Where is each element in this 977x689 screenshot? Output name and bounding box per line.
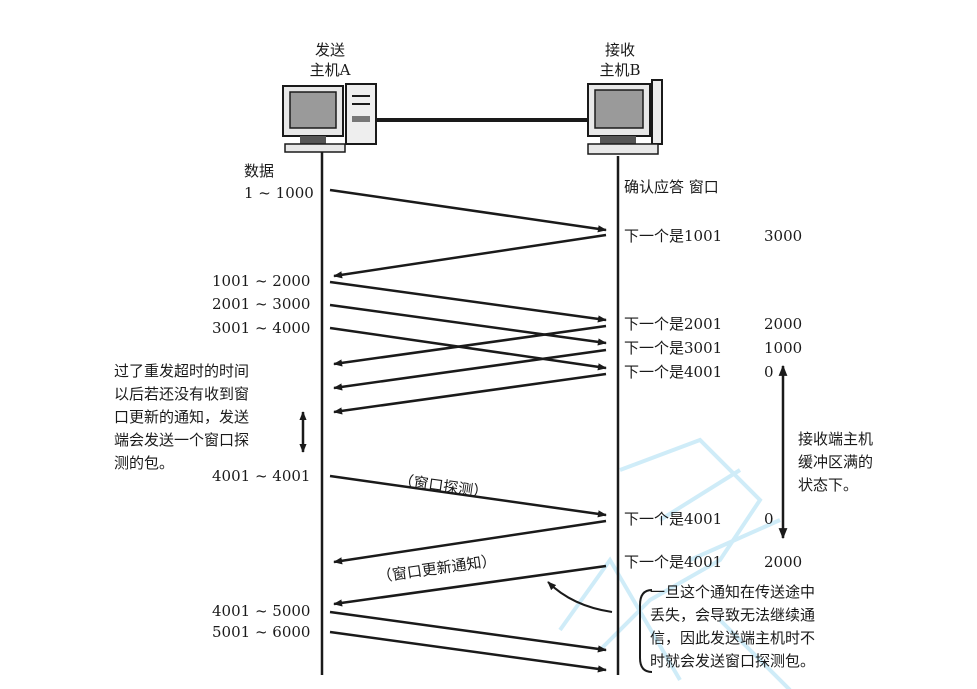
right-note-line-2: 缓冲区满的 [798, 453, 873, 471]
left-note-line-5: 测的包。 [114, 454, 174, 472]
ack-arrow-3001 [333, 348, 607, 391]
segment-label-4001-4001: 4001 ~ 4001 [212, 467, 310, 485]
window-probe-arrow [329, 474, 607, 518]
watermark-graphic [558, 437, 792, 689]
window-update-arrow [333, 564, 607, 607]
left-note: 过了重发超时的时间 以后若还没有收到窗 口更新的通知，发送 端会发送一个窗口探 … [114, 362, 249, 472]
ack-arrow-4001-win0-reply [333, 519, 607, 565]
bottom-note-line-4: 时就会发送窗口探测包。 [650, 652, 815, 670]
receiver-column-title: 确认应答 窗口 [624, 178, 719, 196]
ack-window-5: 0 [764, 510, 774, 528]
ack-window-1: 3000 [764, 227, 802, 245]
data-arrow-3001-4000 [329, 326, 607, 371]
ack-arrow-4001-win0 [333, 372, 607, 415]
bottom-note: 一旦这个通知在传送途中 丢失，会导致无法继续通 信，因此发送端主机时不 时就会发… [650, 583, 815, 670]
bottom-note-line-1: 一旦这个通知在传送途中 [650, 583, 815, 601]
window-probe-label: （窗口探测） [397, 471, 489, 501]
right-note-line-1: 接收端主机 [798, 430, 873, 448]
right-note: 接收端主机 缓冲区满的 状态下。 [798, 430, 873, 494]
data-arrow-1-1000 [329, 188, 607, 233]
sender-computer-icon [282, 83, 377, 153]
ack-label-4: 下一个是4001 [624, 363, 722, 381]
bottom-note-line-3: 信，因此发送端主机时不 [650, 629, 815, 647]
ack-window-6: 2000 [764, 553, 802, 571]
ack-label-2: 下一个是2001 [624, 315, 722, 333]
right-note-line-3: 状态下。 [798, 476, 858, 494]
bottom-note-bracket [639, 589, 653, 673]
data-arrow-1001-2000 [329, 280, 607, 323]
left-note-line-2: 以后若还没有收到窗 [114, 385, 249, 403]
ack-label-5: 下一个是4001 [624, 510, 722, 528]
bottom-note-line-2: 丢失，会导致无法继续通 [650, 606, 815, 624]
ack-label-1: 下一个是1001 [624, 227, 722, 245]
segment-label-2001-3000: 2001 ~ 3000 [212, 295, 310, 313]
sender-host-label-line1: 发送 [315, 41, 345, 59]
bottom-note-pointer-arrow [547, 581, 613, 613]
ack-window-3: 1000 [764, 339, 802, 357]
left-note-line-4: 端会发送一个窗口探 [114, 431, 249, 449]
receiver-computer-icon [587, 79, 663, 155]
segment-label-5001-6000: 5001 ~ 6000 [212, 623, 310, 641]
receiver-host-label-line2: 主机B [599, 61, 640, 79]
window-update-label: （窗口更新通知） [376, 551, 497, 586]
sender-column-title-line1: 数据 [244, 162, 274, 180]
data-arrow-2001-3000 [329, 303, 607, 346]
ack-label-6: 下一个是4001 [624, 553, 722, 571]
receiver-host-label-line1: 接收 [605, 41, 635, 59]
data-arrow-4001-5000 [329, 610, 607, 653]
sender-host-label-line2: 主机A [310, 61, 351, 79]
ack-arrow-2001 [333, 324, 607, 367]
ack-arrow-1001 [333, 233, 607, 279]
segment-label-4001-5000: 4001 ~ 5000 [212, 602, 310, 620]
ack-window-4: 0 [764, 363, 774, 381]
left-note-line-3: 口更新的通知，发送 [114, 408, 249, 426]
left-note-line-1: 过了重发超时的时间 [114, 362, 249, 380]
data-arrow-5001-6000 [329, 630, 607, 673]
segment-label-1001-2000: 1001 ~ 2000 [212, 272, 310, 290]
segment-label-3001-4000: 3001 ~ 4000 [212, 319, 310, 337]
ack-label-3: 下一个是3001 [624, 339, 722, 357]
sender-column-title-line2: 1 ~ 1000 [244, 184, 314, 202]
ack-window-2: 2000 [764, 315, 802, 333]
